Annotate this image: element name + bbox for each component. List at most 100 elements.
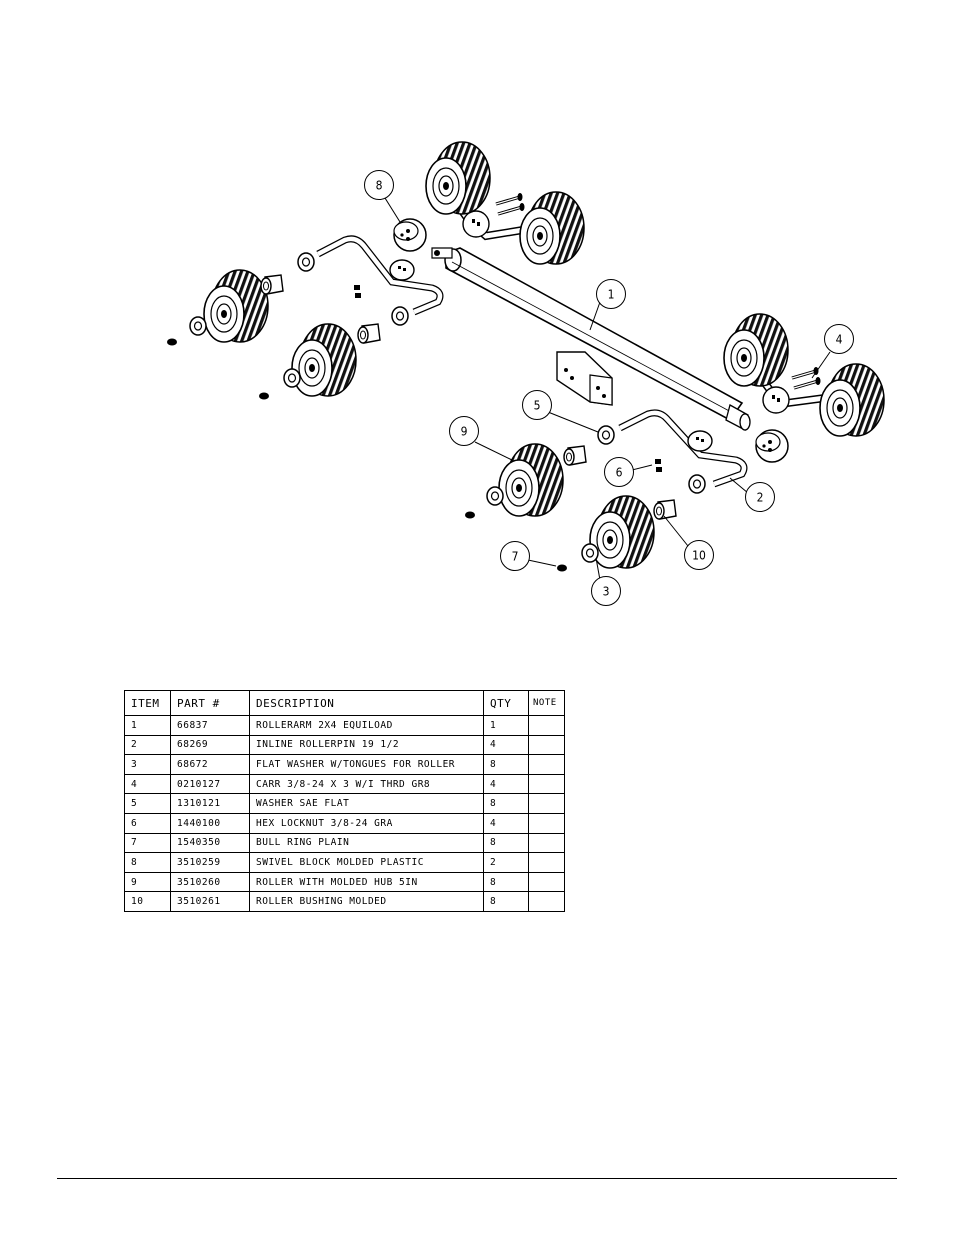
- roller-left-lower: [291, 323, 357, 397]
- item-cell: 5: [124, 793, 171, 814]
- description-cell: WASHER SAE FLAT: [249, 793, 484, 814]
- washer-left-lower: [283, 368, 301, 388]
- table-row: 4 0210127 CARR 3/8-24 X 3 W/I THRD GR8 4: [124, 773, 565, 795]
- bull-ring-left-lower: [259, 392, 269, 400]
- sae-washer-left: [297, 252, 315, 272]
- callout-6: 6: [604, 457, 634, 487]
- part-number-cell: 3510261: [170, 891, 250, 912]
- qty-cell: 8: [483, 871, 529, 893]
- note-cell: [528, 852, 565, 873]
- description-cell: CARR 3/8-24 X 3 W/I THRD GR8: [249, 773, 484, 795]
- note-cell: [528, 891, 565, 912]
- part-number-cell: 0210127: [170, 773, 250, 795]
- svg-text:1: 1: [608, 288, 615, 302]
- svg-text:8: 8: [376, 179, 383, 193]
- callout-4: 4: [824, 324, 854, 354]
- qty-cell: 4: [483, 812, 529, 834]
- washer-right-lower: [581, 543, 599, 563]
- right-walking-beam: [723, 313, 885, 437]
- description-cell: ROLLER BUSHING MOLDED: [249, 891, 484, 912]
- roller-left-upper: [203, 269, 269, 343]
- header-description: DESCRIPTION: [249, 690, 484, 716]
- part-number-cell: 3510259: [170, 852, 250, 873]
- part-number-cell: 1540350: [170, 832, 250, 854]
- description-cell: ROLLER WITH MOLDED HUB 5IN: [249, 871, 484, 893]
- item-cell: 9: [124, 871, 171, 893]
- mount-bracket: [556, 351, 613, 406]
- note-cell: [528, 793, 565, 814]
- callout-2: 2: [745, 482, 775, 512]
- item-cell: 6: [124, 812, 171, 834]
- header-qty: QTY: [483, 690, 529, 716]
- sae-washer-left-2: [391, 306, 409, 326]
- part-number-cell: 1440100: [170, 812, 250, 834]
- note-cell: [528, 832, 565, 854]
- svg-text:4: 4: [836, 333, 843, 347]
- bull-ring-right-lower: [557, 564, 567, 572]
- table-row: 8 3510259 SWIVEL BLOCK MOLDED PLASTIC 2: [124, 852, 565, 873]
- footer-rule: [57, 1178, 897, 1179]
- table-row: 1 66837 ROLLERARM 2X4 EQUILOAD 1: [124, 715, 565, 736]
- qty-cell: 4: [483, 734, 529, 756]
- table-row: 7 1540350 BULL RING PLAIN 8: [124, 832, 565, 854]
- table-row: 3 68672 FLAT WASHER W/TONGUES FOR ROLLER…: [124, 754, 565, 775]
- qty-cell: 4: [483, 773, 529, 795]
- callout-1: 1: [596, 279, 626, 309]
- item-cell: 7: [124, 832, 171, 854]
- svg-text:3: 3: [603, 585, 610, 599]
- table-row: 10 3510261 ROLLER BUSHING MOLDED 8: [124, 891, 565, 912]
- callout-10: 10: [684, 540, 714, 570]
- callout-8: 8: [364, 170, 394, 200]
- item-cell: 2: [124, 734, 171, 756]
- part-number-cell: 3510260: [170, 871, 250, 893]
- item-cell: 1: [124, 715, 171, 736]
- table-row: 5 1310121 WASHER SAE FLAT 8: [124, 793, 565, 814]
- swivel-block-right: [755, 429, 789, 463]
- item-cell: 8: [124, 852, 171, 873]
- bushing-left-upper: [260, 274, 284, 295]
- bushing-left-lower: [357, 323, 381, 344]
- washer-right-upper: [486, 486, 504, 506]
- roller-right-upper: [498, 443, 564, 517]
- item-cell: 4: [124, 773, 171, 795]
- sae-washer-right-2: [688, 474, 706, 494]
- locknuts-left: [354, 285, 361, 298]
- roller-right-lower: [589, 495, 655, 569]
- callout-7: 7: [500, 541, 530, 571]
- part-number-cell: 68269: [170, 734, 250, 756]
- note-cell: [528, 715, 565, 736]
- part-number-cell: 1310121: [170, 793, 250, 814]
- description-cell: SWIVEL BLOCK MOLDED PLASTIC: [249, 852, 484, 873]
- bushing-right-upper: [563, 445, 587, 466]
- exploded-assembly-drawing: 1 2 3 4 5 6 7 8 9 10: [167, 141, 885, 606]
- description-cell: FLAT WASHER W/TONGUES FOR ROLLER: [249, 754, 484, 775]
- sae-washer-right: [597, 425, 615, 445]
- top-walking-beam: [425, 141, 585, 265]
- note-cell: [528, 773, 565, 795]
- description-cell: BULL RING PLAIN: [249, 832, 484, 854]
- qty-cell: 8: [483, 754, 529, 775]
- callout-9: 9: [449, 416, 479, 446]
- qty-cell: 1: [483, 715, 529, 736]
- rollerpin-right: [618, 409, 748, 488]
- parts-table-header: ITEM PART # DESCRIPTION QTY NOTE: [124, 690, 565, 716]
- washer-left-upper: [189, 316, 207, 336]
- header-part-number: PART #: [170, 690, 250, 716]
- header-item: ITEM: [124, 690, 171, 716]
- item-cell: 3: [124, 754, 171, 775]
- description-cell: HEX LOCKNUT 3/8-24 GRA: [249, 812, 484, 834]
- qty-cell: 8: [483, 832, 529, 854]
- bull-ring-right-upper: [465, 511, 475, 519]
- bushing-right-lower: [653, 499, 677, 520]
- description-cell: INLINE ROLLERPIN 19 1/2: [249, 734, 484, 756]
- table-row: 6 1440100 HEX LOCKNUT 3/8-24 GRA 4: [124, 812, 565, 834]
- part-number-cell: 66837: [170, 715, 250, 736]
- item-cell: 10: [124, 891, 171, 912]
- part-number-cell: 68672: [170, 754, 250, 775]
- svg-text:10: 10: [692, 549, 706, 563]
- note-cell: [528, 871, 565, 893]
- qty-cell: 2: [483, 852, 529, 873]
- svg-text:5: 5: [534, 399, 541, 413]
- qty-cell: 8: [483, 891, 529, 912]
- svg-text:6: 6: [616, 466, 623, 480]
